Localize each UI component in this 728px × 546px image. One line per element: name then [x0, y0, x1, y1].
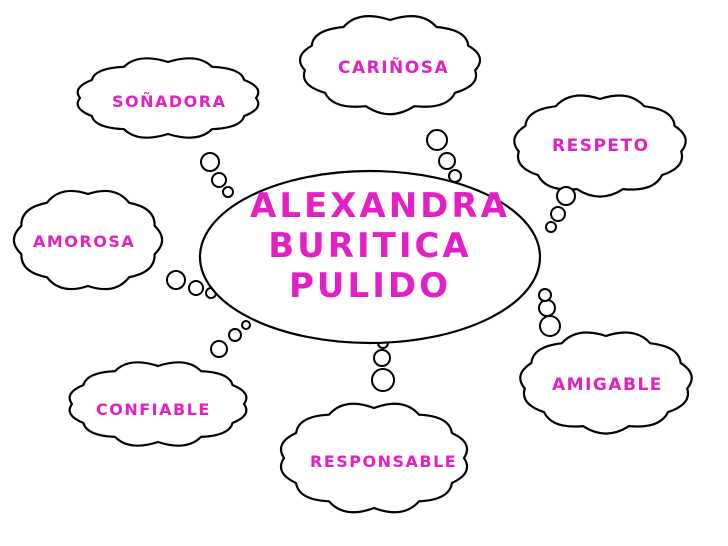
cloud-respeto — [513, 94, 687, 198]
thought-bubble — [556, 186, 576, 206]
thought-bubble — [426, 129, 448, 151]
node-label-sonadora: SOÑADORA — [112, 92, 227, 111]
cloud-amigable — [519, 331, 693, 435]
thought-bubble — [241, 320, 251, 330]
cloud-sonadora — [76, 57, 260, 139]
cloud-responsable — [279, 402, 469, 514]
node-label-amorosa: AMOROSA — [33, 232, 136, 251]
node-label-respeto: RESPETO — [552, 136, 650, 156]
thought-bubble — [538, 288, 552, 302]
center-line-3: PULIDO — [289, 266, 451, 306]
thought-bubble — [545, 221, 557, 233]
thought-bubble — [550, 206, 566, 222]
center-line-1: ALEXANDRA — [250, 186, 510, 226]
central-name: ALEXANDRA BURITICA PULIDO — [250, 186, 510, 306]
node-label-carinosa: CARIÑOSA — [338, 58, 450, 78]
node-label-confiable: CONFIABLE — [96, 400, 211, 419]
thought-bubble — [200, 152, 220, 172]
thought-bubble — [188, 280, 204, 296]
node-label-amigable: AMIGABLE — [552, 375, 663, 395]
cloud-amorosa — [12, 189, 164, 291]
center-ellipse — [198, 169, 542, 345]
thought-bubble — [538, 299, 556, 317]
thought-bubble — [222, 186, 234, 198]
thought-bubble — [210, 340, 228, 358]
thought-bubble — [539, 315, 561, 337]
thought-bubble — [373, 349, 391, 367]
thought-bubble — [438, 152, 456, 170]
center-line-2: BURITICA — [268, 226, 472, 266]
thought-bubble — [228, 328, 242, 342]
thought-bubble — [166, 270, 186, 290]
cloud-confiable — [68, 361, 248, 447]
thought-bubble — [211, 172, 227, 188]
thought-bubble — [371, 368, 395, 392]
node-label-responsable: RESPONSABLE — [310, 452, 458, 471]
cloud-carinosa — [298, 15, 482, 116]
